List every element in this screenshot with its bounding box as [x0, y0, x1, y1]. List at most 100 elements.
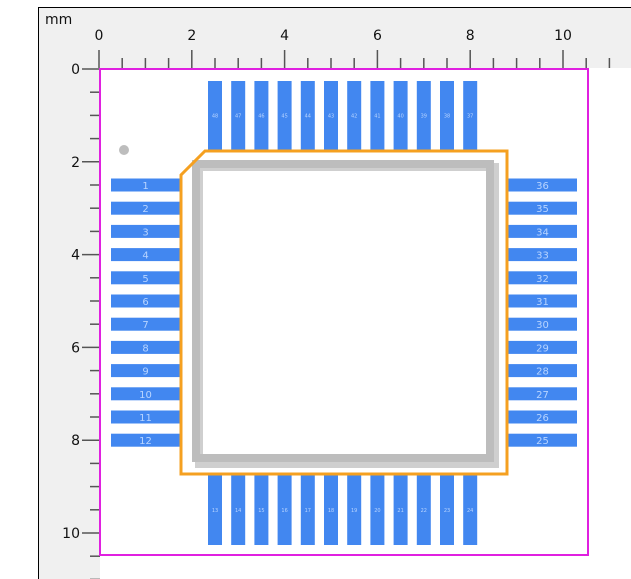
pad-shape	[111, 317, 180, 331]
y-ruler-label: 2	[71, 155, 80, 171]
pad-shape	[347, 81, 362, 150]
pad-38[interactable]: 38	[440, 81, 454, 150]
pad-12[interactable]: 12	[111, 433, 180, 448]
pad-7[interactable]: 7	[111, 317, 180, 332]
pad-shape	[508, 248, 577, 262]
pad-shape	[508, 317, 577, 331]
pad-34[interactable]: 34	[508, 224, 577, 239]
pad-44[interactable]: 44	[300, 81, 315, 150]
pad-11[interactable]: 11	[111, 410, 180, 425]
pad-label: 12	[139, 436, 152, 447]
pad-shape	[508, 387, 577, 401]
pad-22[interactable]: 22	[416, 475, 431, 545]
pad-shape	[111, 178, 180, 192]
pad-label: 43	[328, 114, 334, 120]
pad-shape	[111, 201, 180, 215]
pad-label: 31	[536, 297, 549, 308]
pad-label: 41	[374, 114, 380, 120]
pad-31[interactable]: 31	[508, 294, 577, 309]
pad-shape	[508, 340, 577, 354]
pad-label: 46	[258, 114, 264, 120]
pad-21[interactable]: 21	[393, 475, 408, 545]
pad-17[interactable]: 17	[300, 475, 315, 545]
pad-13[interactable]: 13	[208, 475, 222, 545]
pad-23[interactable]: 23	[440, 475, 454, 545]
pad-label: 36	[536, 181, 549, 192]
x-ruler-label: 10	[554, 28, 572, 44]
pad-40[interactable]: 40	[393, 81, 408, 150]
pad-48[interactable]: 48	[208, 81, 222, 150]
y-ruler-label: 8	[71, 433, 80, 449]
pad-shape	[231, 81, 246, 150]
pad-shape	[508, 294, 577, 308]
pad-shape	[111, 433, 180, 447]
pad-2[interactable]: 2	[111, 201, 180, 216]
pad-27[interactable]: 27	[508, 387, 577, 401]
pad-8[interactable]: 8	[111, 340, 180, 355]
pad-47[interactable]: 47	[231, 81, 246, 150]
pad-shape	[111, 248, 180, 262]
pad-label: 14	[235, 508, 241, 514]
pad-45[interactable]: 45	[277, 81, 292, 150]
pad-label: 10	[139, 390, 152, 401]
pad-label: 20	[374, 508, 380, 514]
pad-shape	[440, 475, 454, 545]
pad-4[interactable]: 4	[111, 248, 180, 262]
pad-33[interactable]: 33	[508, 248, 577, 262]
pad-20[interactable]: 20	[370, 475, 385, 545]
pad-43[interactable]: 43	[324, 81, 338, 150]
pad-shape	[416, 475, 431, 545]
pad-15[interactable]: 15	[254, 475, 269, 545]
pad-label: 37	[467, 114, 473, 120]
pad-shape	[508, 364, 577, 378]
pad-36[interactable]: 36	[508, 178, 577, 193]
pad-16[interactable]: 16	[277, 475, 292, 545]
pad-29[interactable]: 29	[508, 340, 577, 355]
pad-label: 35	[536, 204, 549, 215]
pad-shape	[508, 433, 577, 447]
left-ruler	[38, 7, 100, 579]
pad-18[interactable]: 18	[324, 475, 338, 545]
pad-37[interactable]: 37	[463, 81, 478, 150]
body-outline-shadow	[195, 163, 499, 468]
pad-41[interactable]: 41	[370, 81, 385, 150]
pad-shape	[111, 364, 180, 378]
pad-42[interactable]: 42	[347, 81, 362, 150]
pad-shape	[508, 178, 577, 192]
pad-35[interactable]: 35	[508, 201, 577, 216]
pad-shape	[300, 81, 315, 150]
pad-39[interactable]: 39	[416, 81, 431, 150]
pad-shape	[508, 271, 577, 285]
pad-26[interactable]: 26	[508, 410, 577, 425]
pad-shape	[508, 410, 577, 424]
pad-3[interactable]: 3	[111, 224, 180, 239]
pad-9[interactable]: 9	[111, 364, 180, 378]
pad-label: 8	[142, 343, 148, 354]
pad-label: 11	[139, 413, 152, 424]
pad-label: 25	[536, 436, 549, 447]
pad-shape	[370, 475, 385, 545]
pad-label: 4	[142, 251, 148, 262]
pad-label: 16	[281, 508, 287, 514]
pad-label: 39	[421, 114, 427, 120]
pad-28[interactable]: 28	[508, 364, 577, 378]
pad-25[interactable]: 25	[508, 433, 577, 448]
pad-14[interactable]: 14	[231, 475, 246, 545]
pad-32[interactable]: 32	[508, 271, 577, 285]
pad-label: 19	[351, 508, 357, 514]
pad-10[interactable]: 10	[111, 387, 180, 401]
pad-1[interactable]: 1	[111, 178, 180, 193]
pad-24[interactable]: 24	[463, 475, 478, 545]
pad-30[interactable]: 30	[508, 317, 577, 332]
pad-shape	[277, 81, 292, 150]
pad-6[interactable]: 6	[111, 294, 180, 309]
top-ruler	[38, 7, 631, 68]
pad-shape	[463, 81, 478, 150]
pad-46[interactable]: 46	[254, 81, 269, 150]
pad-shape	[208, 475, 222, 545]
pad-label: 42	[351, 114, 357, 120]
pad-5[interactable]: 5	[111, 271, 180, 285]
pad-label: 48	[212, 114, 218, 120]
pad-19[interactable]: 19	[347, 475, 362, 545]
